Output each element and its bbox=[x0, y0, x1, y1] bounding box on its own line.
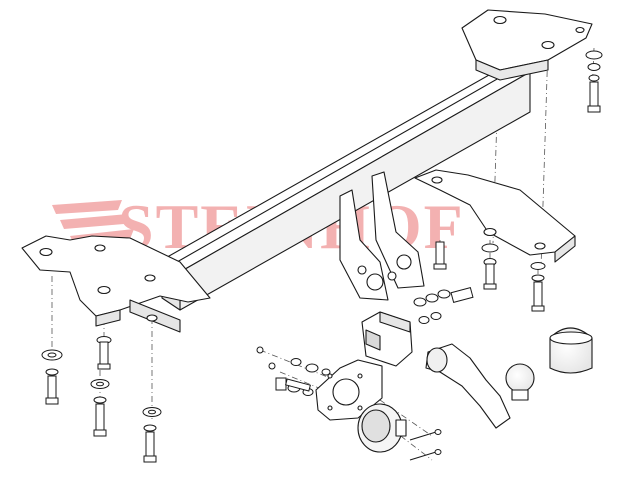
hanger-bolts bbox=[413, 286, 474, 324]
left-bracket bbox=[21, 235, 211, 333]
bolt-left-c bbox=[90, 379, 110, 437]
tow-ball-neck bbox=[425, 343, 535, 429]
small-screws bbox=[256, 346, 442, 461]
center-hanger-plates bbox=[339, 171, 425, 301]
mounting-bolts bbox=[41, 50, 603, 463]
right-lower-bracket bbox=[414, 169, 576, 263]
ball-cover-cap bbox=[549, 327, 593, 374]
bolt-right-lower-a bbox=[481, 243, 499, 290]
electrical-socket bbox=[357, 403, 407, 453]
bolt-left-b bbox=[96, 336, 112, 370]
tow-ball-housing bbox=[361, 311, 413, 367]
bolt-top-right bbox=[585, 50, 603, 113]
socket-mounting-plate bbox=[315, 359, 383, 421]
bolt-right-lower-b bbox=[530, 262, 546, 312]
bolt-right-lower-c bbox=[433, 241, 447, 270]
bolt-left-d bbox=[142, 407, 162, 463]
right-upper-bracket bbox=[461, 9, 593, 81]
bolt-left-a bbox=[41, 349, 63, 405]
